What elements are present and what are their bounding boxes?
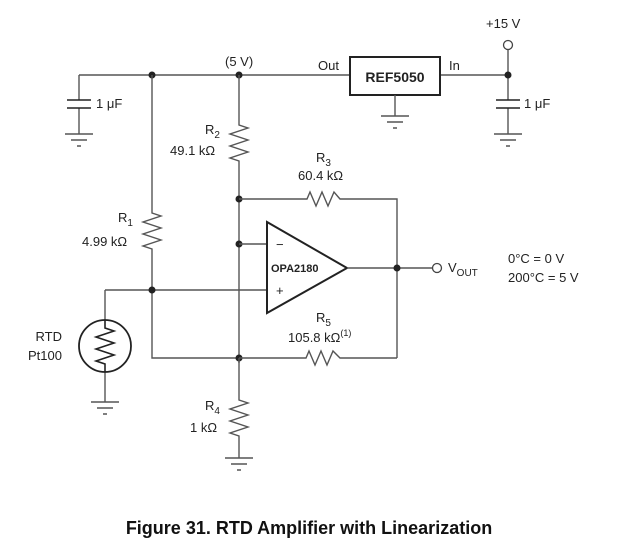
right-cap-value: 1 μF xyxy=(524,96,550,111)
regulator-in-label: In xyxy=(449,58,460,73)
output-terminal-icon xyxy=(431,262,443,274)
r3-label: R3 xyxy=(316,150,331,169)
output-spec-line1: 0°C = 0 V xyxy=(508,251,564,266)
regulator-name: REF5050 xyxy=(365,69,424,85)
regulator-out-label: Out xyxy=(318,58,339,73)
r5-label: R5 xyxy=(316,310,331,329)
opamp-minus: − xyxy=(276,237,284,252)
r3-value: 60.4 kΩ xyxy=(298,168,343,183)
figure-caption: Figure 31. RTD Amplifier with Linearizat… xyxy=(126,518,492,538)
ground-icon xyxy=(91,401,119,415)
r4-label: R4 xyxy=(205,398,220,417)
r2-value: 49.1 kΩ xyxy=(170,143,215,158)
output-spec-line2: 200°C = 5 V xyxy=(508,270,579,285)
left-capacitor-plates xyxy=(67,99,91,109)
vout-label: VOUT xyxy=(448,260,478,279)
left-cap-value: 1 μF xyxy=(96,96,122,111)
ground-icon xyxy=(494,133,522,147)
supply-voltage-label: +15 V xyxy=(486,16,521,31)
r4-value: 1 kΩ xyxy=(190,420,217,435)
rtd-label-line2: Pt100 xyxy=(28,348,62,363)
r1-value: 4.99 kΩ xyxy=(82,234,127,249)
regulator-box xyxy=(349,56,441,96)
ground-icon xyxy=(225,457,253,471)
right-capacitor-plates xyxy=(496,99,520,109)
opamp-plus: + xyxy=(276,283,284,298)
rtd-label-line1: RTD xyxy=(36,329,62,344)
opamp-name: OPA2180 xyxy=(271,263,319,275)
r5-value: 105.8 kΩ(1) xyxy=(288,328,351,345)
r2-label: R2 xyxy=(205,122,220,141)
opamp-triangle xyxy=(266,220,350,315)
ref-node-label: (5 V) xyxy=(225,54,253,69)
r1-label: R1 xyxy=(118,210,133,229)
supply-terminal-icon xyxy=(502,39,514,51)
ground-icon xyxy=(381,115,409,129)
ground-icon xyxy=(65,133,93,147)
